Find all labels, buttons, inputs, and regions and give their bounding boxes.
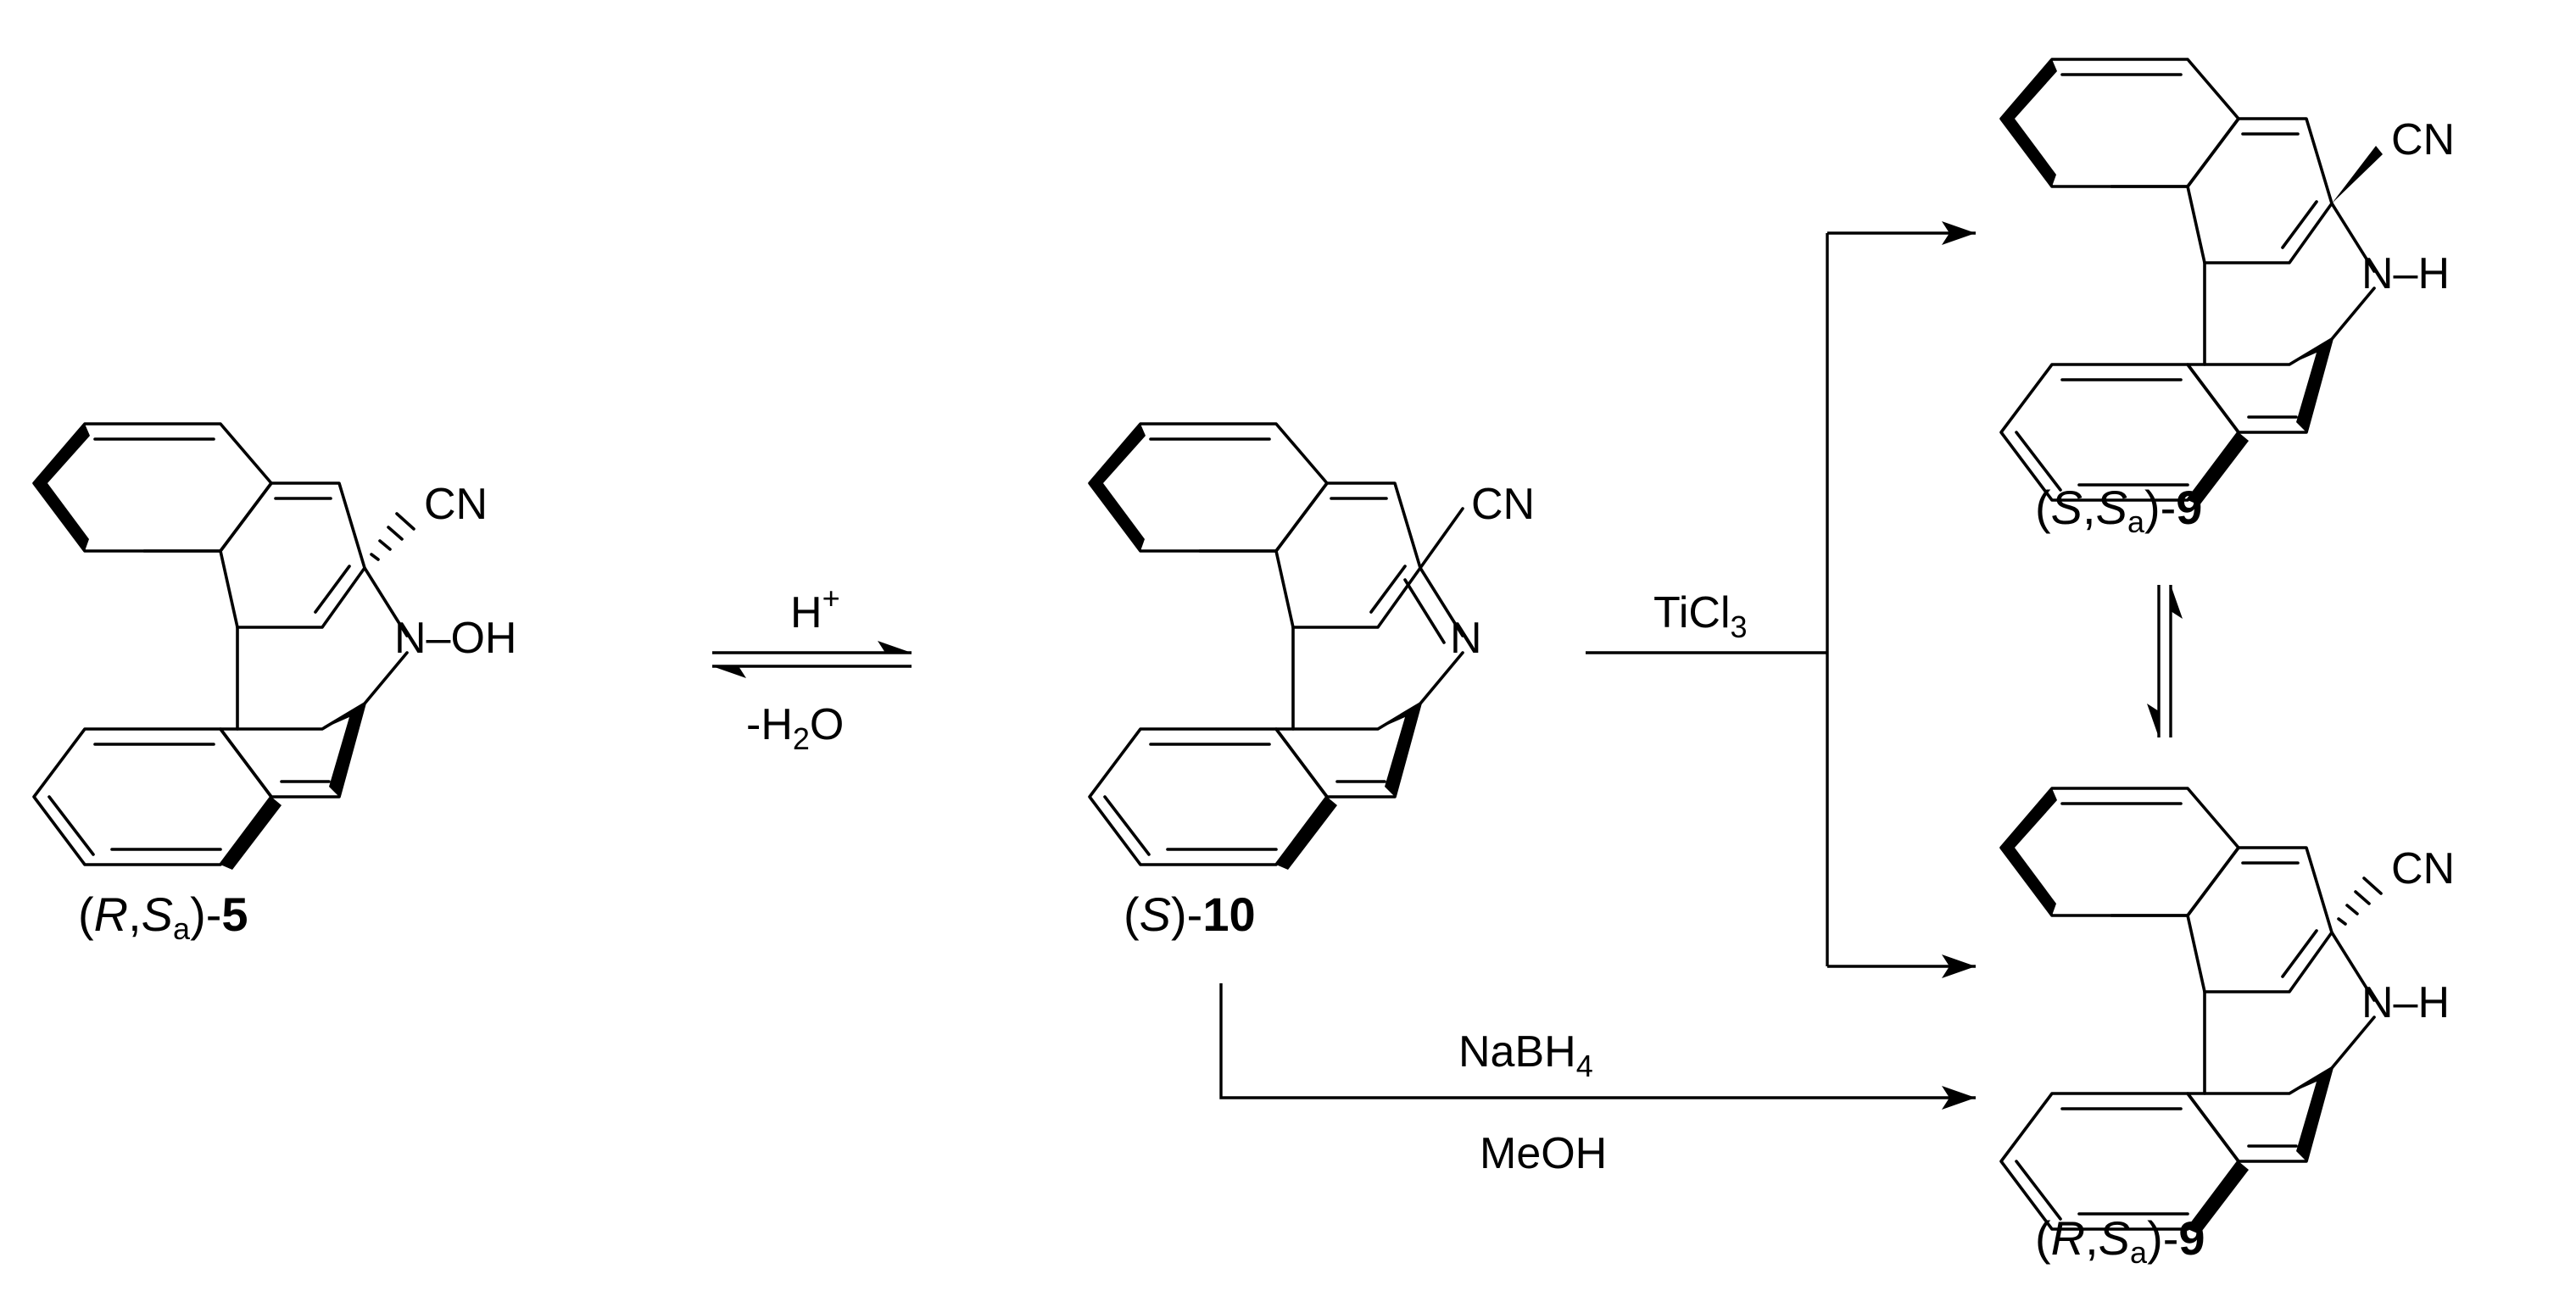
equilibrium-arrow	[712, 641, 912, 678]
hashed-bond	[370, 512, 415, 561]
n-label: N	[1450, 614, 1482, 663]
cn-label: CN	[2391, 115, 2455, 164]
label-rs9: (R,Sa)-9	[2035, 1211, 2205, 1270]
compound-ss9: CN N–H	[1999, 58, 2455, 507]
ticl3-arrow	[1586, 221, 1976, 978]
cn-label: CN	[2391, 844, 2455, 893]
condition-ticl3: TiCl3	[1653, 588, 1748, 644]
condition-nabh4: NaBH4	[1458, 1027, 1593, 1083]
hashed-bond	[2337, 876, 2383, 926]
compound-rs9: CN N–H	[1999, 787, 2455, 1236]
condition-meoh: MeOH	[1480, 1129, 1607, 1178]
condition-minus-h2o: -H2O	[746, 700, 844, 756]
compound-rs5: CN N–OH	[32, 422, 516, 871]
cn-label: CN	[424, 480, 488, 529]
isomer-equilibrium-arrow	[2147, 585, 2183, 737]
n-h-label: N–H	[2361, 978, 2450, 1027]
cn-label: CN	[1471, 480, 1535, 529]
condition-h-plus: H+	[790, 581, 840, 637]
label-ss9: (S,Sa)-9	[2035, 481, 2202, 539]
compound-s10: CN N	[1088, 422, 1535, 871]
nabh4-arrow	[1219, 983, 1976, 1110]
n-h-label: N–H	[2361, 249, 2450, 298]
label-s10: (S)-10	[1124, 888, 1256, 941]
n-oh-label: N–OH	[394, 614, 516, 663]
label-rs5: (R,Sa)-5	[78, 888, 248, 946]
